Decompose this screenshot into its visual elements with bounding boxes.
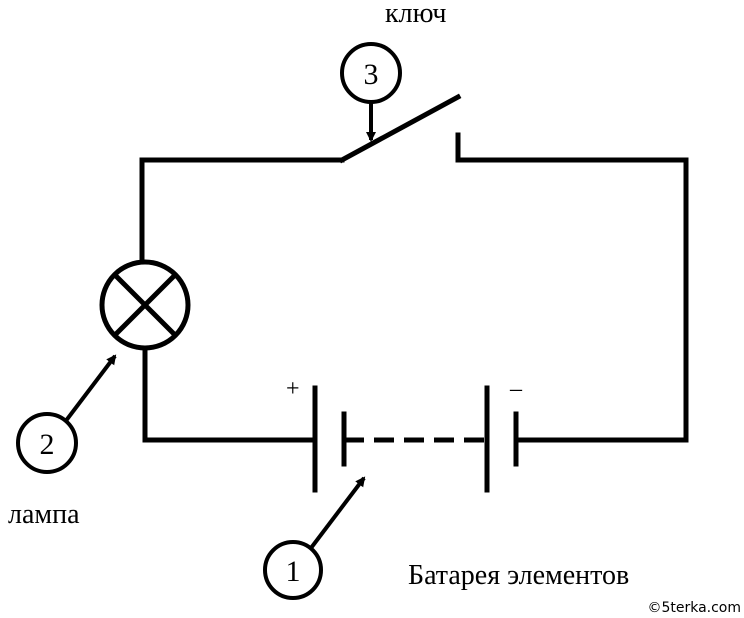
callout-1-arrow xyxy=(309,476,366,550)
plus-sign: + xyxy=(286,376,300,402)
callout-2-circle xyxy=(16,412,78,474)
switch-contact xyxy=(455,132,689,163)
minus-sign: – xyxy=(509,376,523,402)
callout-3-number: 3 xyxy=(364,58,379,91)
switch-blade[interactable] xyxy=(338,93,462,164)
lamp-label: лампа xyxy=(8,499,80,530)
watermark: ©5terka.com xyxy=(647,600,741,616)
battery-label: Батарея элементов xyxy=(408,560,629,591)
callout-2-number: 2 xyxy=(40,428,55,461)
key-label: ключ xyxy=(385,0,447,29)
callout-2-arrow xyxy=(63,354,117,424)
callout-1-circle xyxy=(263,540,323,600)
callout-1-number: 1 xyxy=(286,555,301,588)
lamp-cross-b xyxy=(111,271,179,339)
